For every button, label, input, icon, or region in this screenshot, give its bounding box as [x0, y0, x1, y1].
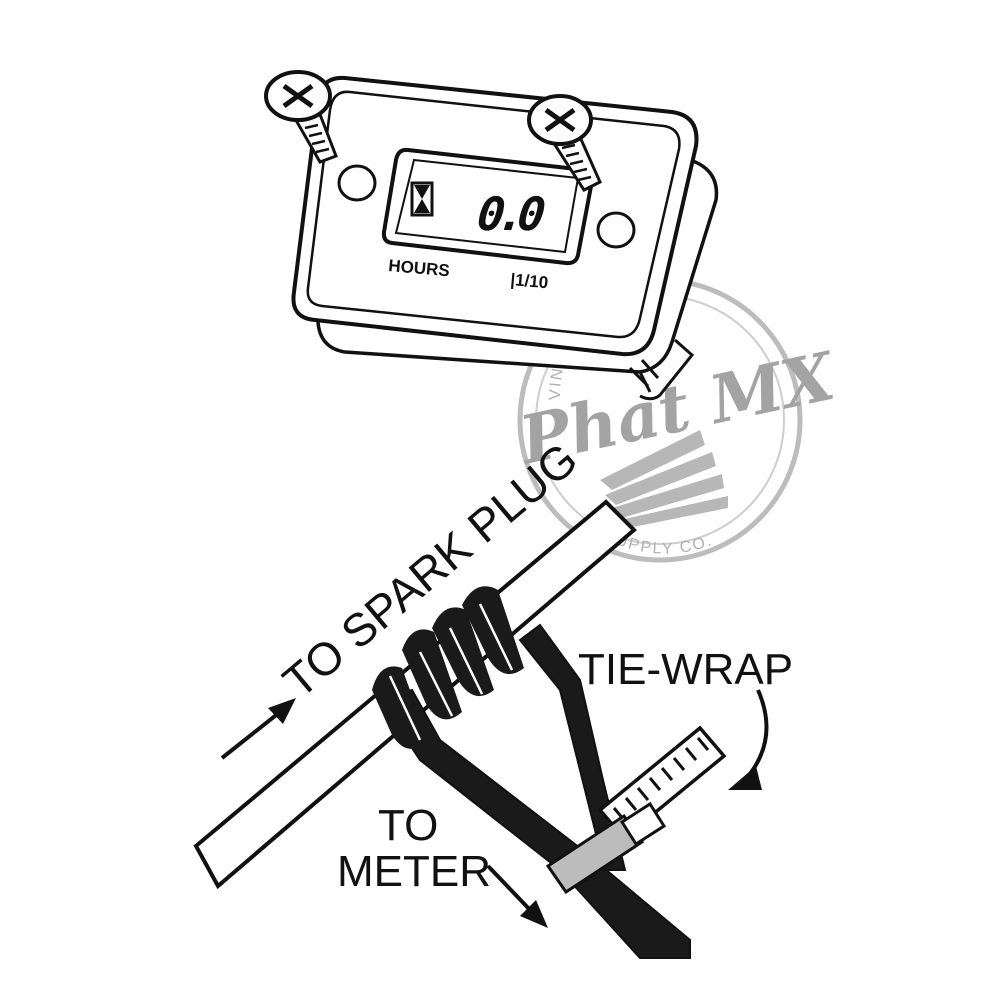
screw-right — [527, 94, 602, 192]
screw-left — [264, 70, 338, 164]
mounting-hole-right — [596, 211, 636, 249]
arrow-to-spark-plug-icon — [220, 698, 296, 760]
label-to: TO — [378, 801, 438, 850]
label-meter: METER — [337, 847, 491, 896]
hour-meter: 0.0 HOURS |1/10 — [264, 70, 719, 401]
wing-icon — [600, 430, 728, 528]
arrow-to-meter-icon — [486, 864, 548, 928]
label-tie-wrap: TIE-WRAP — [578, 645, 793, 694]
resolution-label: |1/10 — [510, 270, 549, 292]
hourglass-icon — [410, 181, 434, 217]
wire-coil — [372, 586, 524, 749]
mounting-hole-left — [337, 164, 377, 202]
tie-wrap — [545, 725, 727, 895]
sensor-lead-wire — [372, 586, 691, 959]
meter-display-value: 0.0 — [475, 187, 549, 241]
arrow-tie-wrap-icon — [728, 689, 769, 790]
